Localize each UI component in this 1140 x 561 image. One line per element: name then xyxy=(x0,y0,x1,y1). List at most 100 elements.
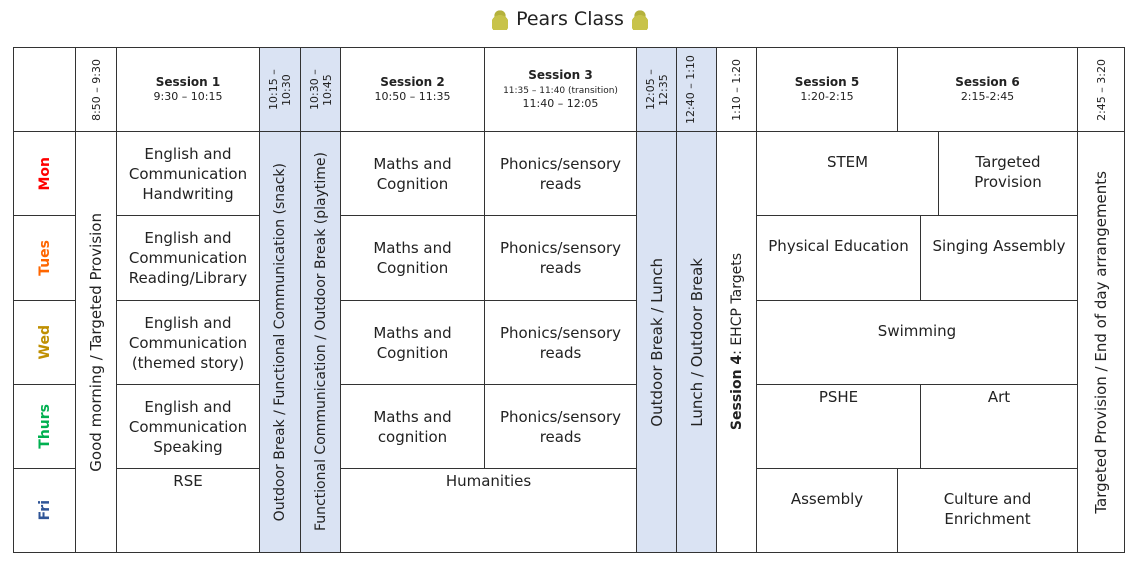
thurs-session-5: PSHE xyxy=(756,384,921,469)
cell-text: STEM xyxy=(826,153,869,171)
tues-session-1: English and Communication Reading/Librar… xyxy=(116,215,260,301)
outdoor-break-playtime-cell: Functional Communication / Outdoor Break… xyxy=(300,131,341,553)
mon-session-3: Phonics/sensory reads xyxy=(484,131,637,216)
session-title: Session 1 xyxy=(155,75,221,89)
cell-text: Outdoor Break / Lunch xyxy=(647,257,666,427)
tues-session-6: Singing Assembly xyxy=(920,215,1078,301)
cell-text: Singing Assembly xyxy=(932,237,1066,255)
cell-text: Assembly xyxy=(790,490,864,508)
thurs-session-3: Phonics/sensory reads xyxy=(484,384,637,469)
cell-text: English and Communication Reading/Librar… xyxy=(128,229,248,287)
lunch-outdoor-break-cell: Lunch / Outdoor Break xyxy=(676,131,717,553)
mon-session-5: STEM xyxy=(756,131,939,216)
header-time-3: 12:05 – 12:35 xyxy=(636,47,677,132)
header-session-3: Session 3 11:35 – 11:40 (transition)11:40… xyxy=(484,47,637,132)
cell-text: Phonics/sensory reads xyxy=(499,323,622,362)
corner-cell xyxy=(13,47,76,132)
header-time-5: 1:10 – 1:20 xyxy=(716,47,757,132)
fri-session-5: Assembly xyxy=(756,468,898,553)
cell-text: PSHE xyxy=(818,388,859,406)
header-time-6: 2:45 – 3:20 xyxy=(1077,47,1125,132)
cell-text: Culture and Enrichment xyxy=(943,490,1032,528)
session-time: 9:30 – 10:15 xyxy=(153,90,223,103)
session-4-label: Session 4 xyxy=(728,355,745,431)
tues-session-2: Maths and Cognition xyxy=(340,215,485,301)
session-time: 1:20-2:15 xyxy=(800,90,854,103)
pear-icon xyxy=(631,9,648,30)
day-label: Wed xyxy=(36,325,53,360)
session-4-cell: Session 4: EHCP Targets xyxy=(716,131,757,553)
tues-session-3: Phonics/sensory reads xyxy=(484,215,637,301)
wed-session-3: Phonics/sensory reads xyxy=(484,300,637,385)
pear-icon xyxy=(492,9,509,30)
time-label: 12:05 – 12:35 xyxy=(643,69,670,110)
header-time-4: 12:40 – 1:10 xyxy=(676,47,717,132)
day-mon: Mon xyxy=(13,131,76,216)
header-time-0: 8:50 – 9:30 xyxy=(75,47,117,132)
fri-session-1: RSE xyxy=(116,468,260,553)
mon-session-2: Maths and Cognition xyxy=(340,131,485,216)
cell-text: Physical Education xyxy=(768,237,909,255)
day-wed: Wed xyxy=(13,300,76,385)
cell-text: Targeted Provision xyxy=(974,153,1042,191)
fri-session-6: Culture and Enrichment xyxy=(897,468,1078,553)
thurs-session-1: English and Communication Speaking xyxy=(116,384,260,469)
tues-session-5: Physical Education xyxy=(756,215,921,301)
wed-session-1: English and Communication (themed story) xyxy=(116,300,260,385)
day-tues: Tues xyxy=(13,215,76,301)
end-of-day-cell: Targeted Provision / End of day arrangem… xyxy=(1077,131,1125,553)
session-title: Session 3 xyxy=(528,68,593,82)
session-time: 2:15-2:45 xyxy=(960,90,1015,103)
cell-text: Maths and Cognition xyxy=(373,154,452,193)
time-label: 2:45 – 3:20 xyxy=(1094,58,1108,121)
session-time: 10:50 – 11:35 xyxy=(374,90,451,103)
outdoor-break-lunch-cell: Outdoor Break / Lunch xyxy=(636,131,677,553)
cell-text: Maths and Cognition xyxy=(373,323,452,362)
cell-text: Good morning / Targeted Provision xyxy=(87,212,105,472)
wed-session-5-6: Swimming xyxy=(756,300,1078,385)
cell-text: Targeted Provision / End of day arrangem… xyxy=(1092,170,1110,514)
mon-session-1: English and Communication Handwriting xyxy=(116,131,260,216)
time-label: 10:15 – 10:30 xyxy=(267,69,293,110)
day-label: Fri xyxy=(36,500,53,521)
cell-text: : EHCP Targets xyxy=(728,253,745,356)
cell-text: English and Communication (themed story) xyxy=(128,313,248,372)
cell-text: RSE xyxy=(173,472,203,490)
time-label: 10:30 – 10:45 xyxy=(307,69,334,110)
outdoor-break-snack-cell: Outdoor Break / Functional Communication… xyxy=(259,131,301,553)
thurs-session-2: Maths and cognition xyxy=(340,384,485,469)
session-time: 11:40 – 12:05 xyxy=(522,97,599,110)
header-time-1: 10:15 – 10:30 xyxy=(259,47,301,132)
session-title: Session 2 xyxy=(380,75,445,89)
time-label: 12:40 – 1:10 xyxy=(683,55,697,124)
day-thurs: Thurs xyxy=(13,384,76,469)
cell-text: English and Communication Handwriting xyxy=(128,144,248,203)
cell-text: Art xyxy=(987,388,1011,406)
mon-session-6: Targeted Provision xyxy=(938,131,1078,216)
thurs-session-6: Art xyxy=(920,384,1078,469)
cell-text: Phonics/sensory reads xyxy=(499,407,622,446)
cell-text: Swimming xyxy=(877,322,957,340)
cell-text: English and Communication Speaking xyxy=(128,397,248,456)
wed-session-2: Maths and Cognition xyxy=(340,300,485,385)
cell-text: Humanities xyxy=(445,472,532,490)
cell-text: Phonics/sensory reads xyxy=(499,239,622,277)
cell-text: Outdoor Break / Functional Communication… xyxy=(272,162,288,522)
session-title: Session 6 xyxy=(955,75,1020,89)
good-morning-cell: Good morning / Targeted Provision xyxy=(75,131,117,553)
cell-text: Phonics/sensory reads xyxy=(499,154,622,193)
transition-time: 11:35 – 11:40 (transition) xyxy=(503,86,618,96)
time-label: 1:10 – 1:20 xyxy=(730,58,743,121)
time-label: 8:50 – 9:30 xyxy=(89,58,103,121)
fri-session-2-3: Humanities xyxy=(340,468,637,553)
header-time-2: 10:30 – 10:45 xyxy=(300,47,341,132)
cell-text: Lunch / Outdoor Break xyxy=(687,257,706,427)
session-title: Session 5 xyxy=(794,75,860,89)
day-label: Thurs xyxy=(36,404,53,449)
cell-text: Maths and Cognition xyxy=(373,239,452,277)
day-label: Tues xyxy=(36,240,53,276)
